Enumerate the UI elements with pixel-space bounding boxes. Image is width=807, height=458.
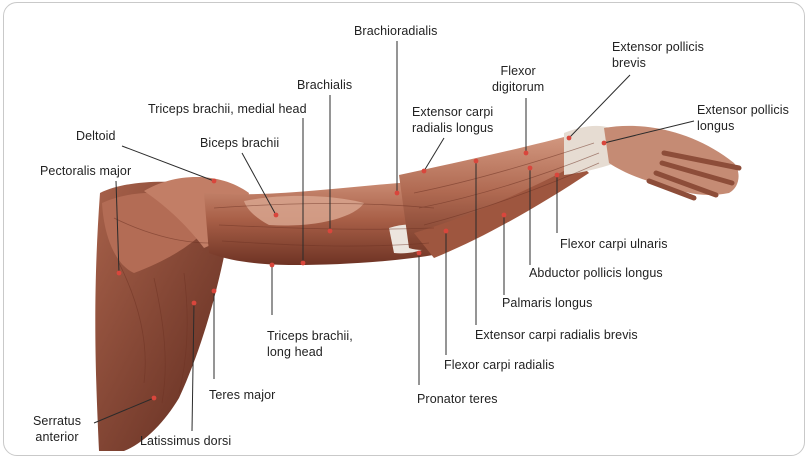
marker-triceps-long-head bbox=[270, 263, 275, 268]
leader-deltoid bbox=[122, 146, 214, 181]
label-triceps-long-head: Triceps brachii, long head bbox=[267, 328, 353, 360]
label-triceps-medial-head: Triceps brachii, medial head bbox=[148, 101, 307, 117]
label-extensor-pollicis-longus: Extensor pollicis longus bbox=[697, 102, 789, 134]
marker-brachialis bbox=[328, 229, 333, 234]
label-latissimus-dorsi: Latissimus dorsi bbox=[140, 433, 231, 449]
label-deltoid: Deltoid bbox=[76, 128, 116, 144]
marker-extensor-pollicis-brevis bbox=[567, 136, 572, 141]
label-extensor-carpi-radialis-longus: Extensor carpi radialis longus bbox=[412, 104, 493, 136]
label-flexor-carpi-radialis: Flexor carpi radialis bbox=[444, 357, 554, 373]
marker-palmaris-longus bbox=[502, 213, 507, 218]
diagram-card: Brachioradialis Flexor digitorum Extenso… bbox=[3, 2, 805, 456]
label-extensor-carpi-radialis-brevis: Extensor carpi radialis brevis bbox=[475, 327, 638, 343]
label-abductor-pollicis-longus: Abductor pollicis longus bbox=[529, 265, 663, 281]
label-palmaris-longus: Palmaris longus bbox=[502, 295, 592, 311]
hand-shape bbox=[604, 126, 739, 195]
marker-pronator-teres bbox=[417, 251, 422, 256]
marker-brachioradialis bbox=[395, 191, 400, 196]
label-extensor-pollicis-brevis: Extensor pollicis brevis bbox=[612, 39, 704, 71]
marker-abductor-pollicis-longus bbox=[528, 166, 533, 171]
label-pronator-teres: Pronator teres bbox=[417, 391, 498, 407]
marker-pectoralis-major bbox=[117, 271, 122, 276]
marker-flexor-digitorum bbox=[524, 151, 529, 156]
marker-triceps-medial-head bbox=[301, 261, 306, 266]
label-brachioradialis: Brachioradialis bbox=[354, 23, 437, 39]
marker-extensor-carpi-radialis-brevis bbox=[474, 159, 479, 164]
label-brachialis: Brachialis bbox=[297, 77, 352, 93]
label-flexor-digitorum: Flexor digitorum bbox=[492, 63, 544, 95]
marker-latissimus-dorsi bbox=[192, 301, 197, 306]
label-serratus-anterior: Serratus anterior bbox=[33, 413, 81, 445]
label-flexor-carpi-ulnaris: Flexor carpi ulnaris bbox=[560, 236, 668, 252]
marker-extensor-pollicis-longus bbox=[602, 141, 607, 146]
marker-teres-major bbox=[212, 289, 217, 294]
label-biceps-brachii: Biceps brachii bbox=[200, 135, 279, 151]
label-pectoralis-major: Pectoralis major bbox=[40, 163, 131, 179]
marker-serratus-anterior bbox=[152, 396, 157, 401]
marker-deltoid bbox=[212, 179, 217, 184]
marker-flexor-carpi-ulnaris bbox=[555, 173, 560, 178]
marker-biceps-brachii bbox=[274, 213, 279, 218]
marker-extensor-carpi-radialis-longus bbox=[422, 169, 427, 174]
marker-flexor-carpi-radialis bbox=[444, 229, 449, 234]
label-teres-major: Teres major bbox=[209, 387, 275, 403]
